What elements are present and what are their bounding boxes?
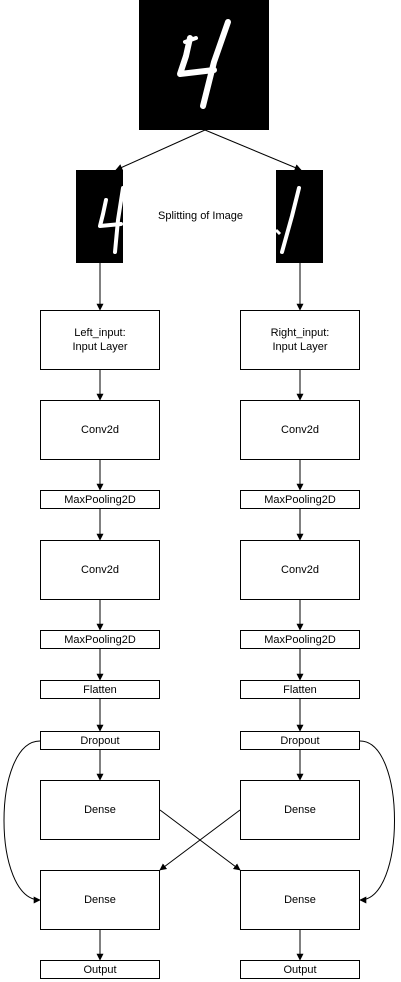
right-flatten: Flatten bbox=[240, 680, 360, 699]
split-arrow-right bbox=[204, 129, 302, 171]
right-conv2d-2: Conv2d bbox=[240, 540, 360, 600]
left-half-image bbox=[76, 170, 125, 263]
left-skip-dropout-dense2 bbox=[3, 740, 41, 904]
left-flatten: Flatten bbox=[40, 680, 160, 699]
left-conv2d-2: Conv2d bbox=[40, 540, 160, 600]
left-output: Output bbox=[40, 960, 160, 979]
right-dropout: Dropout bbox=[240, 731, 360, 750]
split-arrow-left bbox=[115, 129, 206, 171]
right-maxpooling2d-1: MaxPooling2D bbox=[240, 490, 360, 509]
right-half-image bbox=[274, 170, 323, 263]
left-maxpooling2d-2: MaxPooling2D bbox=[40, 630, 160, 649]
left-input-layer: Left_input: Input Layer bbox=[40, 310, 160, 370]
right-output: Output bbox=[240, 960, 360, 979]
connectors bbox=[3, 129, 395, 961]
splitting-caption: Splitting of Image bbox=[158, 210, 243, 222]
right-conv2d-1: Conv2d bbox=[240, 400, 360, 460]
right-skip-dropout-dense2 bbox=[359, 740, 395, 904]
left-conv2d-1: Conv2d bbox=[40, 400, 160, 460]
left-dense-2: Dense bbox=[40, 870, 160, 930]
left-dense-1: Dense bbox=[40, 780, 160, 840]
cross-right-dense1-to-left-dense2 bbox=[159, 809, 241, 871]
right-maxpooling2d-2: MaxPooling2D bbox=[240, 630, 360, 649]
left-maxpooling2d-1: MaxPooling2D bbox=[40, 490, 160, 509]
right-dense-1: Dense bbox=[240, 780, 360, 840]
left-dropout: Dropout bbox=[40, 731, 160, 750]
right-dense-2: Dense bbox=[240, 870, 360, 930]
source-digit-image bbox=[139, 0, 269, 130]
right-input-layer: Right_input: Input Layer bbox=[240, 310, 360, 370]
